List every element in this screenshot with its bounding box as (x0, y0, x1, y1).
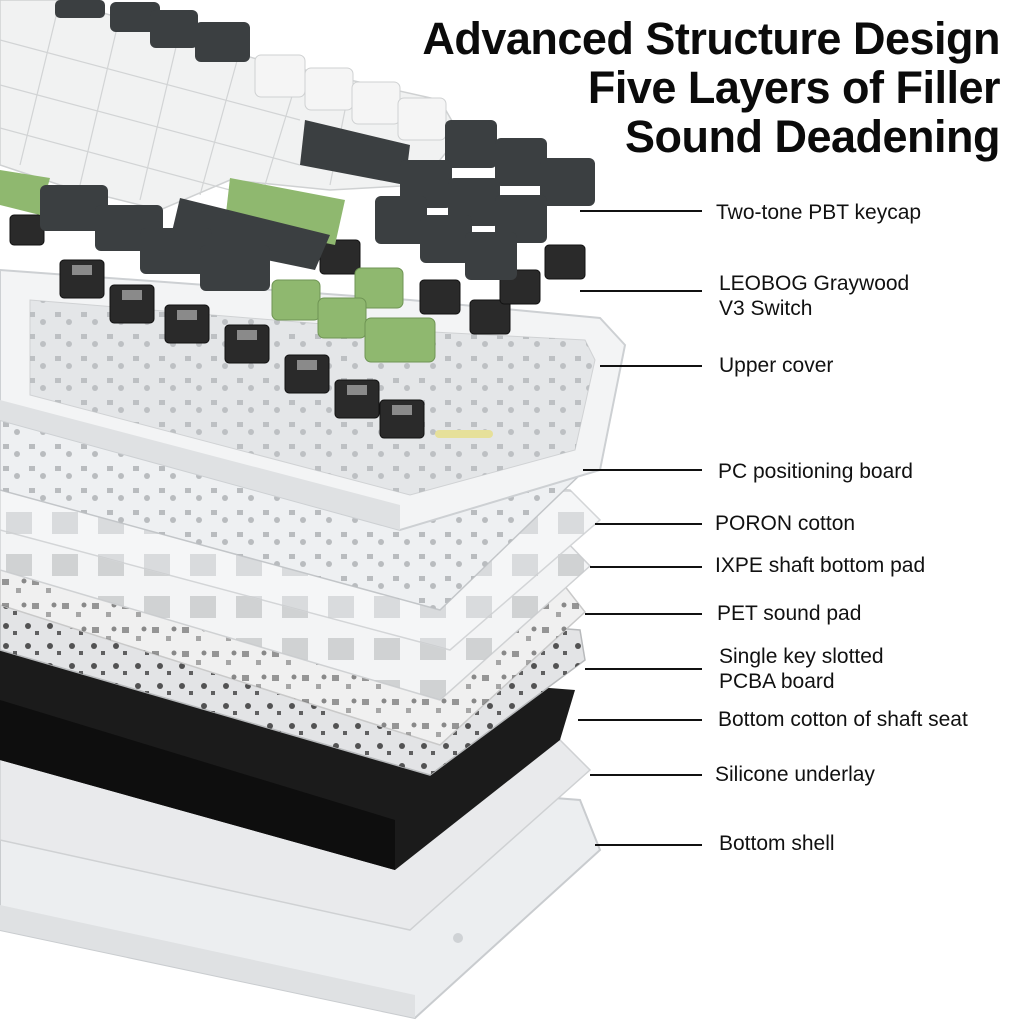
callout-label-bottom-cotton: Bottom cotton of shaft seat (718, 708, 968, 731)
callout-label-bottom-shell: Bottom shell (719, 832, 835, 855)
leader-line-bottom-shell (595, 844, 702, 846)
leader-line-pet (585, 613, 702, 615)
callout-label-pc-board: PC positioning board (718, 460, 913, 483)
leader-line-pc-board (583, 469, 702, 471)
callout-label-keycap: Two-tone PBT keycap (716, 201, 922, 224)
headline-line-3: Sound Deadening (625, 111, 1000, 162)
headline: Advanced Structure Design Five Layers of… (422, 14, 1000, 161)
callout-label-pcba-line1: Single key slotted (719, 645, 884, 668)
callout-label-ixpe: IXPE shaft bottom pad (715, 554, 926, 577)
callout-label-silicone: Silicone underlay (715, 763, 875, 786)
leader-line-bottom-cotton (578, 719, 702, 721)
callout-label-switch: LEOBOG Graywood V3 Switch (719, 271, 909, 321)
callout-label-upper-cover: Upper cover (719, 354, 834, 377)
leader-line-pcba (585, 668, 702, 670)
headline-line-2: Five Layers of Filler (587, 62, 1001, 113)
leader-line-ixpe (590, 566, 702, 568)
callout-label-pet: PET sound pad (717, 602, 862, 625)
leader-line-silicone (590, 774, 702, 776)
leader-line-poron (595, 523, 702, 525)
rgb-strip (435, 430, 493, 438)
callout-label-switch-line2: V3 Switch (719, 297, 813, 320)
upper-cover (0, 268, 627, 532)
leader-line-upper-cover (600, 365, 702, 367)
keycap-layer (0, 0, 595, 363)
headline-line-1: Advanced Structure Design (422, 13, 1000, 64)
callout-label-poron: PORON cotton (715, 512, 856, 535)
callout-label-switch-line1: LEOBOG Graywood (719, 272, 910, 295)
leader-line-keycap (580, 210, 702, 212)
callout-label-pcba: Single key slotted PCBA board (719, 644, 884, 694)
callout-label-pcba-line2: PCBA board (719, 670, 835, 693)
leader-line-switch (580, 290, 702, 292)
